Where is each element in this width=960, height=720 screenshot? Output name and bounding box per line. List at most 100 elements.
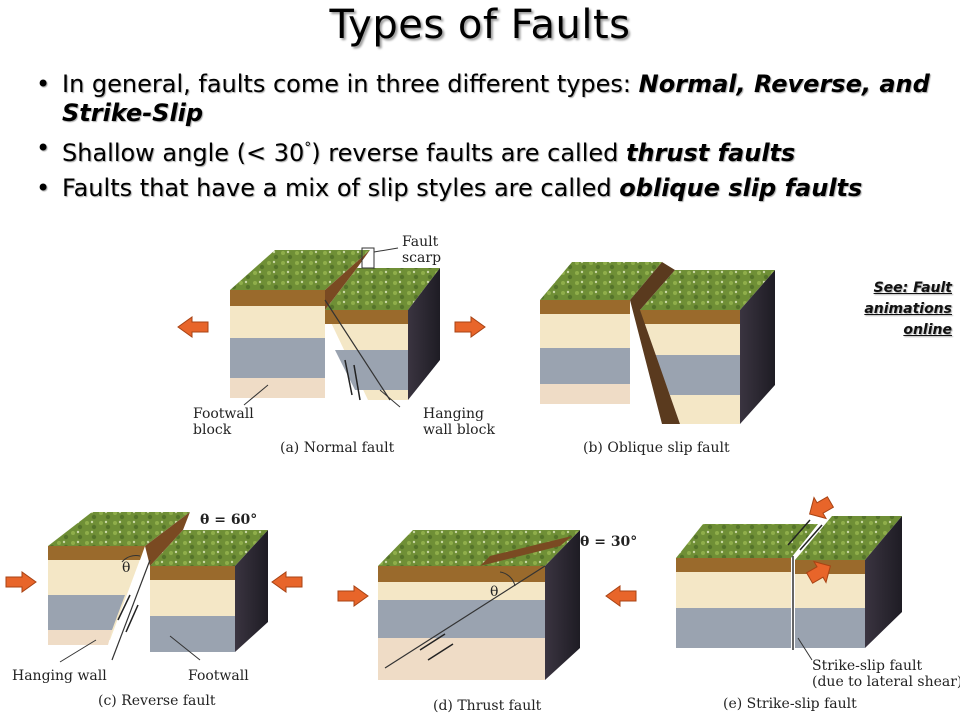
block-side bbox=[865, 516, 902, 648]
slip-arrow bbox=[787, 519, 811, 546]
angle-arc bbox=[121, 555, 141, 563]
fault-scarp bbox=[480, 536, 572, 566]
shale-layer bbox=[655, 355, 740, 395]
leader-line bbox=[59, 639, 97, 663]
base-layer bbox=[48, 630, 112, 645]
strike-slip-fault-diagram: Strike-slip fault (due to lateral shear)… bbox=[676, 496, 960, 712]
shale-layer bbox=[48, 595, 125, 630]
sand-layer bbox=[676, 572, 791, 608]
caption-reverse: (c) Reverse fault bbox=[98, 693, 216, 709]
reverse-fault-diagram: θ = 60° θ Hanging wall Footwall (c) Reve… bbox=[5, 512, 303, 709]
base-layer bbox=[230, 378, 325, 398]
fault-scarp bbox=[325, 250, 370, 310]
label-footwall: Footwall bbox=[188, 668, 249, 684]
shale-layer bbox=[540, 348, 630, 384]
label-strike-slip: Strike-slip fault bbox=[812, 658, 922, 674]
block-side bbox=[545, 530, 580, 680]
hanging-wall-top bbox=[325, 268, 440, 310]
slip-arrow bbox=[419, 633, 446, 651]
caption-strike-slip: (e) Strike-slip fault bbox=[723, 696, 857, 712]
block-side bbox=[235, 530, 268, 652]
footwall-top bbox=[540, 262, 662, 300]
thrust-fault-diagram: θ = 30° θ (d) Thrust fault bbox=[337, 530, 637, 714]
shear-arrow-bottom bbox=[805, 560, 832, 584]
label-lateral-shear: (due to lateral shear) bbox=[812, 674, 960, 690]
hanging-wall-top bbox=[48, 512, 190, 546]
sand-layer bbox=[540, 314, 630, 348]
soil-layer bbox=[676, 558, 791, 572]
bullet-item: Shallow angle (< 30°) reverse faults are… bbox=[36, 134, 936, 168]
slip-arrow bbox=[344, 359, 353, 396]
scarp-callout-box bbox=[361, 247, 375, 269]
soil-layer bbox=[640, 310, 740, 324]
angle-label: θ = 60° bbox=[200, 512, 257, 528]
slip-arrow bbox=[427, 643, 454, 661]
compression-arrow-right bbox=[605, 585, 637, 607]
bullet-list: In general, faults come in three differe… bbox=[36, 70, 936, 209]
shale-layer bbox=[150, 616, 235, 652]
normal-fault-diagram: Fault scarp Footwall block Hanging wall … bbox=[177, 234, 495, 456]
soil-layer bbox=[540, 300, 630, 314]
emphasis-text: thrust faults bbox=[626, 139, 796, 167]
label-fault: Fault bbox=[402, 234, 439, 250]
fault-plane bbox=[324, 299, 391, 401]
bullet-item: Faults that have a mix of slip styles ar… bbox=[36, 174, 936, 203]
oblique-fault-plane bbox=[630, 262, 680, 424]
angle-arc bbox=[499, 571, 516, 587]
leader-line bbox=[379, 389, 401, 408]
shale-layer bbox=[230, 338, 325, 378]
angle-label: θ = 30° bbox=[580, 534, 637, 550]
leader-line bbox=[243, 384, 269, 406]
hanging-wall-top bbox=[640, 270, 775, 310]
fault-plane bbox=[111, 559, 151, 661]
fault-scarp bbox=[145, 512, 190, 566]
theta-symbol: θ bbox=[490, 584, 498, 600]
theta-symbol: θ bbox=[122, 560, 130, 576]
caption-thrust: (d) Thrust fault bbox=[433, 698, 542, 714]
slip-arrow bbox=[799, 524, 823, 551]
sand-layer bbox=[150, 580, 235, 616]
soil-layer bbox=[230, 290, 325, 306]
label-hanging: Hanging bbox=[423, 406, 484, 422]
shale-layer bbox=[335, 350, 408, 390]
slip-arrow bbox=[125, 604, 139, 633]
compression-arrow-right bbox=[271, 571, 303, 593]
base-layer bbox=[540, 384, 630, 404]
bullet-item: In general, faults come in three differe… bbox=[36, 70, 936, 128]
oblique-fault-diagram: (b) Oblique slip fault bbox=[540, 262, 775, 456]
extension-arrow-left bbox=[177, 316, 209, 338]
degree-sup: ° bbox=[304, 140, 312, 156]
left-block-top bbox=[676, 524, 818, 558]
compression-arrow-left bbox=[337, 585, 369, 607]
compression-arrow-left bbox=[5, 571, 37, 593]
footwall-top bbox=[150, 530, 268, 566]
right-block-top bbox=[795, 516, 902, 560]
base-layer bbox=[378, 638, 545, 680]
sand-layer bbox=[795, 574, 865, 608]
emphasis-text: Normal, Reverse, and Strike-Slip bbox=[62, 70, 930, 127]
leader-line bbox=[797, 637, 813, 661]
caption-normal: (a) Normal fault bbox=[280, 440, 395, 456]
sand-layer bbox=[230, 306, 325, 338]
see-animations-link[interactable]: See: Fault animations online bbox=[864, 280, 952, 338]
label-hanging-wall: Hanging wall bbox=[12, 668, 107, 684]
emphasis-text: oblique slip faults bbox=[619, 174, 863, 202]
label-footwall: Footwall bbox=[193, 406, 254, 422]
leader-line bbox=[373, 247, 399, 253]
shale-layer bbox=[795, 608, 865, 648]
soil-layer bbox=[378, 566, 545, 582]
soil-layer bbox=[150, 566, 235, 580]
leader-line bbox=[169, 635, 201, 661]
shale-layer bbox=[676, 608, 791, 648]
label-hanging-wall-block: wall block bbox=[423, 422, 495, 438]
block-side bbox=[408, 268, 440, 400]
label-footwall-block: block bbox=[193, 422, 232, 438]
footwall-top bbox=[230, 250, 370, 290]
slip-arrow bbox=[353, 364, 361, 401]
block-side bbox=[740, 270, 775, 424]
extension-arrow-right bbox=[454, 316, 486, 338]
label-scarp: scarp bbox=[402, 250, 441, 266]
soil-layer bbox=[48, 546, 145, 560]
slip-arrow bbox=[117, 594, 131, 621]
